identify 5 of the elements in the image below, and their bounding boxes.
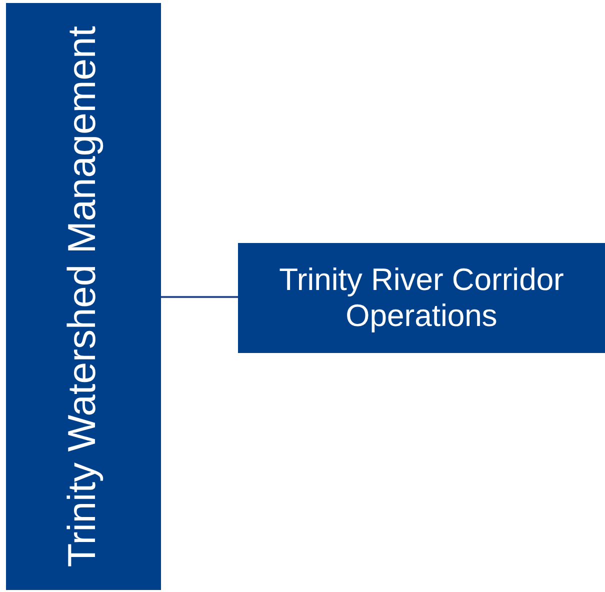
process-box xyxy=(238,243,605,353)
node-label: Trinity Watershed Management xyxy=(61,26,106,568)
vertical-title-box xyxy=(6,3,161,590)
node-label: Trinity River Corridor Operations xyxy=(278,262,565,334)
connector-line xyxy=(161,296,238,298)
